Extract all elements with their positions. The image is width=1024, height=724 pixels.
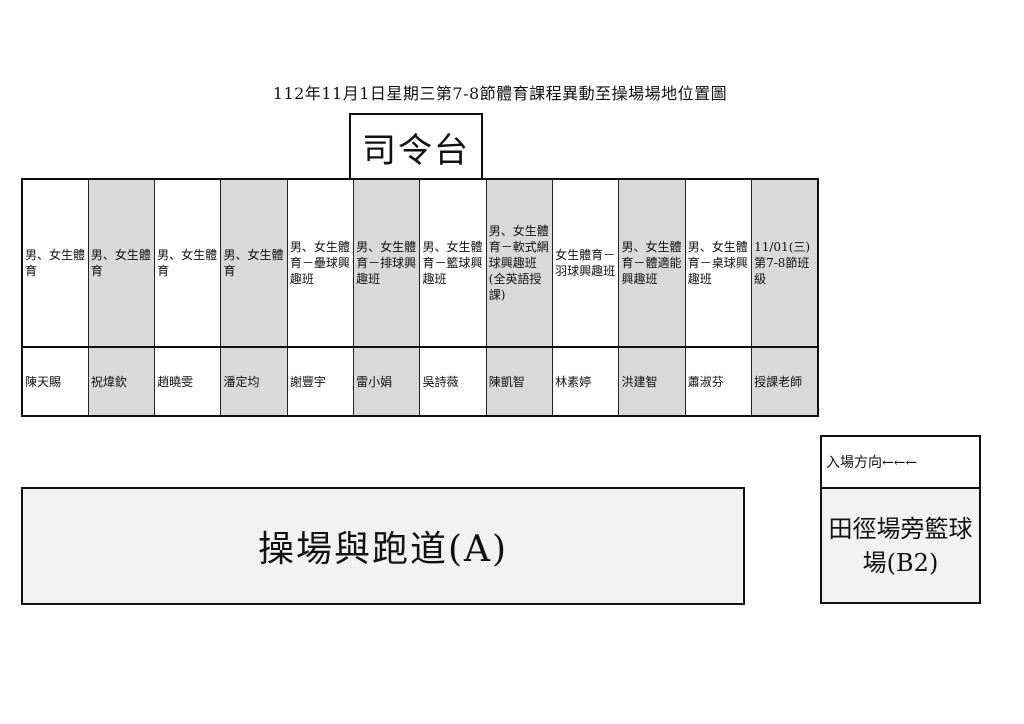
page-title: 112年11月1日星期三第7-8節體育課程異動至操場場地位置圖 (272, 84, 728, 103)
course-cell: 男、女生體育－壘球興趣班 (286, 178, 355, 348)
course-row: 男、女生體育 男、女生體育 男、女生體育 男、女生體育 男、女生體育－壘球興趣班… (21, 178, 819, 348)
command-stage: 司令台 (349, 113, 483, 180)
course-cell: 男、女生體育－體適能興趣班 (618, 178, 686, 348)
teacher-row: 陳天賜 祝煒欽 趙曉雯 潘定均 謝豐宇 雷小娟 吳詩薇 陳凱智 林素婷 洪建智 … (21, 346, 819, 417)
teacher-cell: 吳詩薇 (419, 346, 487, 417)
course-cell: 男、女生體育 (87, 178, 156, 348)
teacher-cell: 陳天賜 (21, 346, 89, 417)
course-cell: 男、女生體育－籃球興趣班 (419, 178, 487, 348)
teacher-cell: 謝豐宇 (286, 346, 355, 417)
basketball-court-b2: 入場方向←←← 田徑場旁籃球場(B2) (820, 435, 981, 604)
teacher-cell: 洪建智 (618, 346, 686, 417)
course-cell: 女生體育－羽球興趣班 (552, 178, 620, 348)
course-cell: 男、女生體育 (21, 178, 89, 348)
course-cell: 男、女生體育－軟式網球興趣班(全英語授課) (485, 178, 554, 348)
teacher-cell: 雷小娟 (353, 346, 421, 417)
schedule-table: 男、女生體育 男、女生體育 男、女生體育 男、女生體育 男、女生體育－壘球興趣班… (21, 178, 819, 417)
teacher-cell: 陳凱智 (485, 346, 554, 417)
course-header-cell: 11/01(三)第7-8節班級 (751, 178, 819, 348)
teacher-header-cell: 授課老師 (751, 346, 819, 417)
course-cell: 男、女生體育 (220, 178, 288, 348)
entry-direction: 入場方向←←← (822, 437, 979, 489)
teacher-cell: 祝煒欽 (87, 346, 156, 417)
teacher-cell: 蕭淑芬 (684, 346, 753, 417)
court-name: 田徑場旁籃球場(B2) (822, 489, 979, 602)
field-track-a: 操場與跑道(A) (21, 487, 745, 605)
course-cell: 男、女生體育－桌球興趣班 (684, 178, 753, 348)
course-cell: 男、女生體育 (154, 178, 222, 348)
course-cell: 男、女生體育－排球興趣班 (353, 178, 421, 348)
teacher-cell: 潘定均 (220, 346, 288, 417)
teacher-cell: 趙曉雯 (154, 346, 222, 417)
teacher-cell: 林素婷 (552, 346, 620, 417)
